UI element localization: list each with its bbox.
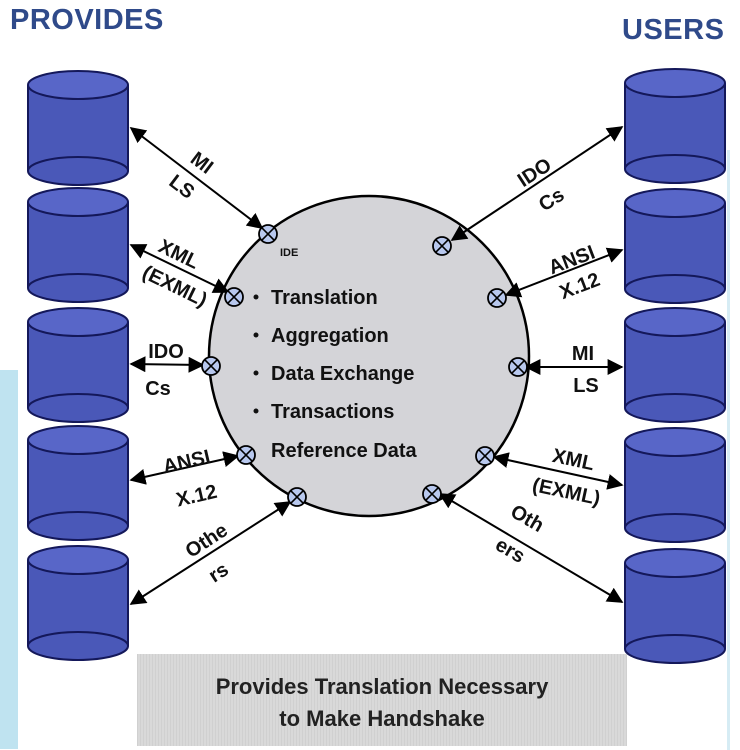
bullet-transactions: Transactions xyxy=(271,401,394,423)
bullet-aggregation: Aggregation xyxy=(271,325,389,347)
label-left-2-b: (EXML) xyxy=(139,262,211,312)
arrow-left-4 xyxy=(129,451,240,485)
label-right-5-b: ers xyxy=(491,534,528,568)
arrow-right-1 xyxy=(450,126,624,241)
bullet-reference-data: Reference Data xyxy=(271,440,418,462)
user-database-icon xyxy=(624,188,726,304)
provider-database-icon xyxy=(27,187,129,303)
user-database-icon xyxy=(624,427,726,543)
arrow-left-5 xyxy=(129,501,292,605)
hub-circle xyxy=(207,194,531,518)
port-icon xyxy=(422,484,442,504)
arrow-right-5 xyxy=(438,493,624,603)
right-accent-line xyxy=(727,150,730,750)
arrow-left-2 xyxy=(129,244,230,293)
user-database-icon xyxy=(624,548,726,664)
arrow-right-2 xyxy=(504,247,624,298)
user-cylinders xyxy=(624,68,726,664)
bullet-dot xyxy=(253,370,259,376)
label-left-3-a: IDO xyxy=(148,341,184,363)
port-icon xyxy=(236,445,256,465)
label-left-3-b: Cs xyxy=(145,378,171,400)
port-icon xyxy=(475,446,495,466)
hub-ports xyxy=(201,224,528,507)
connection-arrows xyxy=(129,126,624,605)
provider-cylinders xyxy=(27,70,129,661)
bullet-dot xyxy=(253,408,259,414)
caption-box: Provides Translation Necessary to Make H… xyxy=(137,654,627,746)
port-icon xyxy=(487,288,507,308)
bullet-dot xyxy=(253,332,259,338)
label-right-4-b: (EXML) xyxy=(530,474,602,510)
bullet-dot xyxy=(253,294,259,300)
port-icon xyxy=(287,487,307,507)
caption-line-2: to Make Handshake xyxy=(279,706,485,731)
port-icon xyxy=(432,236,452,256)
provider-database-icon xyxy=(27,425,129,541)
arrow-left-1 xyxy=(129,127,264,229)
left-accent-bar xyxy=(0,370,18,749)
port-icon xyxy=(201,356,221,376)
label-left-5-b: rs xyxy=(205,559,233,588)
label-right-3-b: LS xyxy=(573,375,599,397)
provider-database-icon xyxy=(27,307,129,423)
hub-tag-text: IDE xyxy=(280,247,298,259)
label-left-4-b: X.12 xyxy=(174,481,219,512)
label-right-1-b: Cs xyxy=(535,184,568,216)
arrow-right-4 xyxy=(492,452,624,490)
label-right-3-a: MI xyxy=(572,343,594,365)
arrow-left-3 xyxy=(129,356,205,373)
port-icon xyxy=(224,287,244,307)
user-database-icon xyxy=(624,307,726,423)
provider-database-icon xyxy=(27,545,129,661)
caption-line-1: Provides Translation Necessary xyxy=(215,674,549,699)
label-right-5-a: Oth xyxy=(507,501,548,537)
user-database-icon xyxy=(624,68,726,184)
label-left-4-a: ANSI xyxy=(161,446,213,478)
provider-database-icon xyxy=(27,70,129,186)
port-icon xyxy=(258,224,278,244)
hub-bullet-list: Translation Aggregation Data Exchange Tr… xyxy=(253,287,418,462)
bullet-data-exchange: Data Exchange xyxy=(271,363,414,385)
port-icon xyxy=(508,357,528,377)
users-heading: USERS xyxy=(622,14,725,46)
bullet-translation: Translation xyxy=(271,287,378,309)
providers-heading: PROVIDES xyxy=(10,4,164,36)
